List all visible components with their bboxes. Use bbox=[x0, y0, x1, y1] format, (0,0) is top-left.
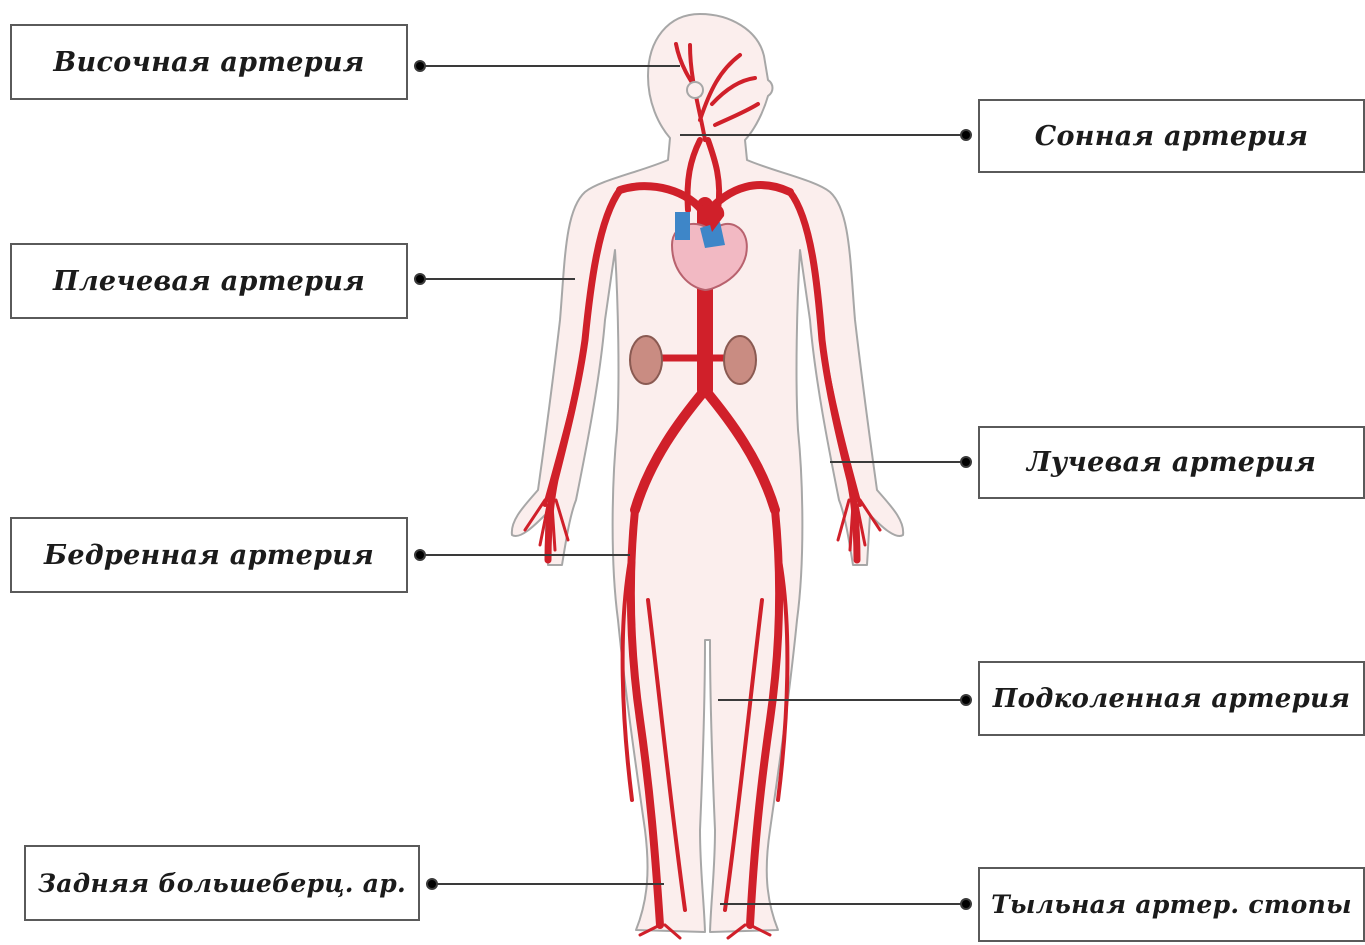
label-femoral-artery: Бедренная артерия bbox=[44, 540, 374, 571]
leader-dot-dorsalis bbox=[961, 899, 971, 909]
ear bbox=[687, 82, 703, 98]
label-popliteal-artery: Подколенная артерия bbox=[993, 684, 1351, 714]
leader-dot-tibial bbox=[427, 879, 437, 889]
label-temporal-artery: Височная артерия bbox=[53, 47, 364, 78]
leader-dot-brachial bbox=[415, 274, 425, 284]
leader-dot-temporal bbox=[415, 61, 425, 71]
label-box-dorsalis-pedis-artery: Тыльная артер. стопы bbox=[978, 867, 1365, 942]
label-radial-artery: Лучевая артерия bbox=[1027, 447, 1316, 478]
label-box-temporal-artery: Височная артерия bbox=[10, 24, 408, 100]
label-box-femoral-artery: Бедренная артерия bbox=[10, 517, 408, 593]
label-box-popliteal-artery: Подколенная артерия bbox=[978, 661, 1365, 736]
leader-dot-carotid bbox=[961, 130, 971, 140]
label-brachial-artery: Плечевая артерия bbox=[53, 266, 365, 297]
label-carotid-artery: Сонная артерия bbox=[1035, 121, 1309, 152]
leader-dot-femoral bbox=[415, 550, 425, 560]
label-dorsalis-pedis-artery: Тыльная артер. стопы bbox=[991, 890, 1352, 919]
label-box-posterior-tibial-artery: Задняя большеберц. ар. bbox=[24, 845, 420, 921]
label-posterior-tibial-artery: Задняя большеберц. ар. bbox=[38, 869, 406, 898]
leader-dot-radial bbox=[961, 457, 971, 467]
body-silhouette bbox=[512, 14, 903, 932]
label-box-carotid-artery: Сонная артерия bbox=[978, 99, 1365, 173]
label-box-radial-artery: Лучевая артерия bbox=[978, 426, 1365, 499]
leader-dot-popliteal bbox=[961, 695, 971, 705]
label-box-brachial-artery: Плечевая артерия bbox=[10, 243, 408, 319]
